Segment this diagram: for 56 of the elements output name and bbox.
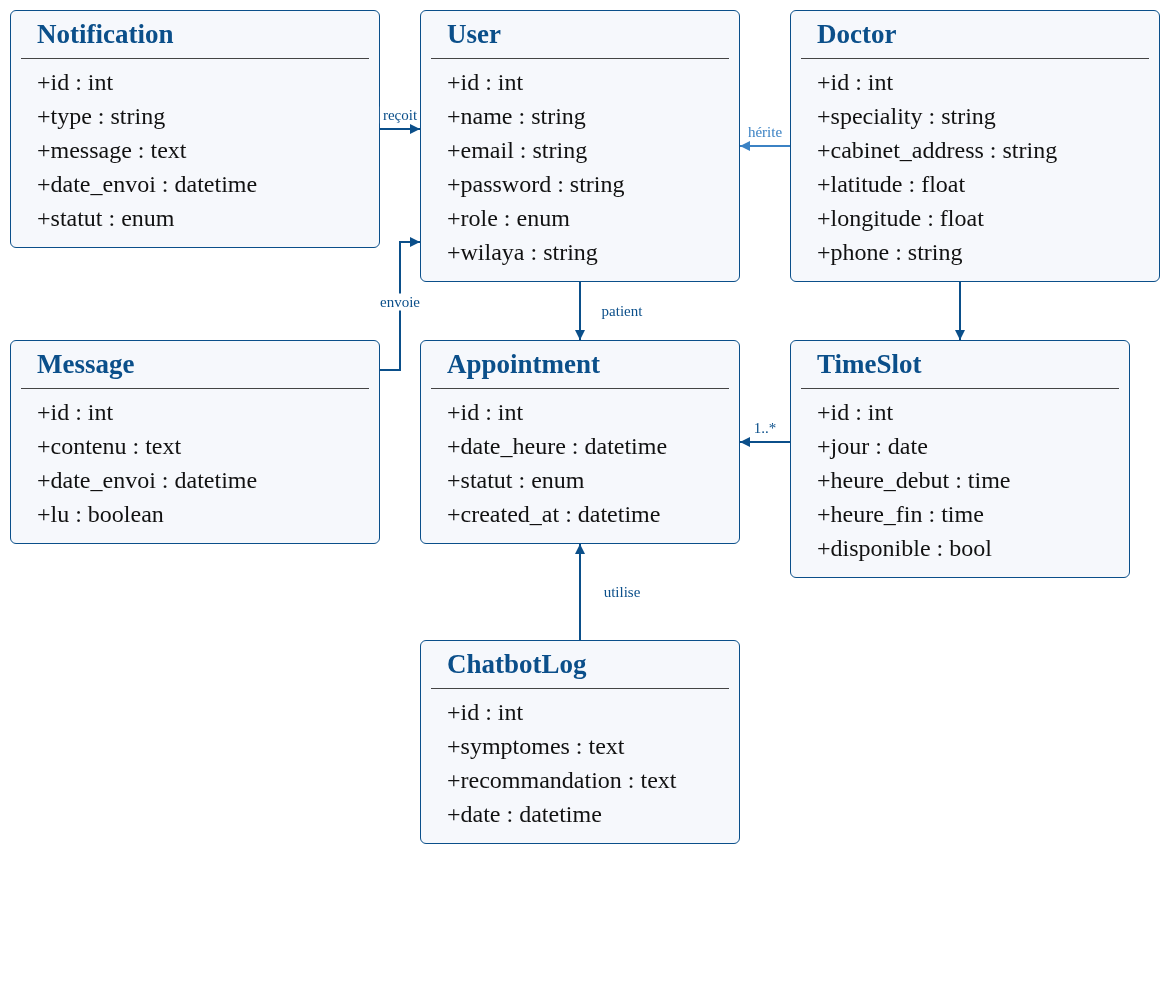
attribute-text: +id : int [446,68,525,97]
arrow [739,437,791,447]
attribute-text: +jour : date [816,432,929,461]
attribute-text: +date_envoi : datetime [36,170,259,199]
arrow [575,543,585,641]
attribute-text: +name : string [446,102,587,131]
attribute-text: +statut : enum [446,466,586,495]
class-box [10,10,380,248]
attribute-text: +phone : string [816,238,964,267]
class-name: Message [21,341,369,389]
class-name: Doctor [801,11,1149,59]
class-name: User [431,11,729,59]
arrow [379,124,421,134]
attribute-text: +heure_debut : time [816,466,1012,495]
arrow [379,237,421,371]
attribute-text: +speciality : string [816,102,997,131]
edge-label: envoie [377,293,423,311]
attribute-text: +date_envoi : datetime [36,466,259,495]
attribute-text: +cabinet_address : string [816,136,1059,165]
class-box [10,340,380,544]
attribute-text: +latitude : float [816,170,967,199]
attribute-text: +id : int [446,398,525,427]
class-name: Appointment [431,341,729,389]
attribute-text: +password : string [446,170,626,199]
attribute-text: +id : int [816,68,895,97]
attribute-text: +recommandation : text [446,766,678,795]
attribute-text: +date : datetime [446,800,603,829]
class-box [790,10,1160,282]
attribute-text: +role : enum [446,204,571,233]
arrow [955,281,965,341]
arrow [575,281,585,341]
arrow [739,141,791,151]
class-name: ChatbotLog [431,641,729,689]
class-box [420,10,740,282]
attribute-text: +id : int [36,398,115,427]
class-name: Notification [21,11,369,59]
attribute-text: +email : string [446,136,589,165]
attribute-text: +lu : boolean [36,500,165,529]
class-box [420,640,740,844]
attribute-text: +date_heure : datetime [446,432,669,461]
attribute-text: +wilaya : string [446,238,599,267]
attribute-text: +id : int [36,68,115,97]
attribute-text: +message : text [36,136,188,165]
class-name: TimeSlot [801,341,1119,389]
attribute-text: +longitude : float [816,204,985,233]
attribute-text: +type : string [36,102,167,131]
attribute-text: +symptomes : text [446,732,626,761]
attribute-text: +contenu : text [36,432,183,461]
attribute-text: +statut : enum [36,204,176,233]
class-box [790,340,1130,578]
attribute-text: +disponible : bool [816,534,993,563]
attribute-text: +id : int [446,698,525,727]
class-box [420,340,740,544]
attribute-text: +id : int [816,398,895,427]
attribute-text: +heure_fin : time [816,500,985,529]
attribute-text: +created_at : datetime [446,500,662,529]
